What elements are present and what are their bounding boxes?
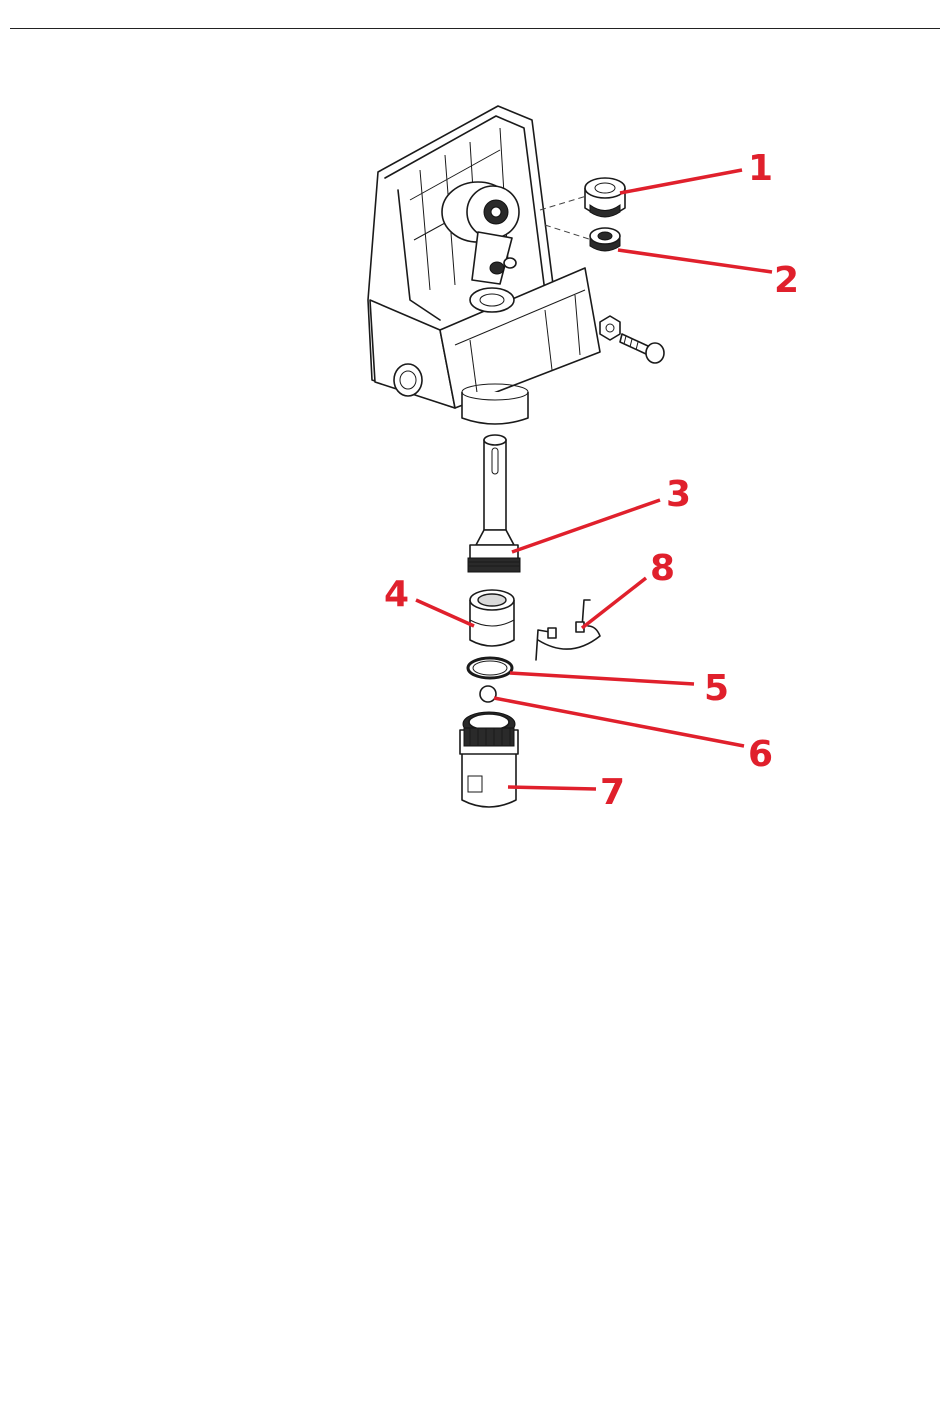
leader-2 (618, 250, 772, 272)
leader-5 (510, 673, 694, 684)
leader-8 (582, 578, 646, 628)
callout-8: 8 (650, 548, 675, 589)
callout-4: 4 (384, 574, 409, 615)
alignment-line-1 (540, 195, 590, 210)
part-2-washer (590, 228, 620, 251)
callout-5: 5 (704, 668, 729, 709)
leader-3 (512, 500, 660, 552)
part-4-sleeve (470, 590, 514, 646)
callout-2: 2 (774, 260, 799, 301)
alignment-line-2 (545, 225, 592, 240)
part-5-o-ring (468, 658, 512, 678)
callout-7: 7 (600, 772, 625, 813)
part-1-fitting (585, 178, 625, 217)
leader-7 (508, 787, 596, 789)
leader-1 (620, 170, 742, 193)
callout-1: 1 (748, 148, 773, 189)
bolt-nut (600, 316, 664, 363)
part-6-ball (480, 686, 496, 702)
part-7-foot-valve (460, 712, 518, 807)
part-8-clip (536, 600, 600, 660)
callout-3: 3 (666, 474, 691, 515)
callout-6: 6 (748, 734, 773, 775)
leader-4 (416, 600, 474, 626)
